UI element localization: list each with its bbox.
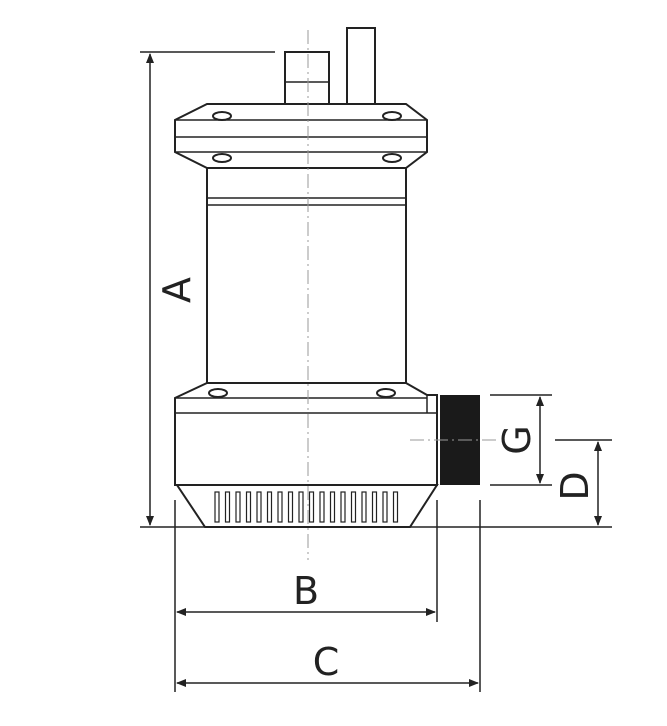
cable-pipe xyxy=(346,27,376,106)
label-d: D xyxy=(553,471,597,500)
strainer-slot xyxy=(287,491,294,523)
strainer-slot xyxy=(329,491,336,523)
strainer-slot xyxy=(256,491,262,523)
strainer-slot xyxy=(371,491,378,523)
bolt xyxy=(212,153,232,163)
bolt xyxy=(382,111,402,121)
bolt xyxy=(382,153,402,163)
bolt xyxy=(208,388,228,398)
strainer-slot xyxy=(382,491,388,523)
strainer-slot xyxy=(298,491,304,523)
pump-body xyxy=(174,27,480,528)
strainer-slot xyxy=(350,491,357,523)
label-g: G xyxy=(495,425,539,454)
strainer-slot xyxy=(319,491,325,523)
label-c: C xyxy=(313,640,340,684)
strainer-slot xyxy=(361,491,367,523)
strainer-slot xyxy=(392,491,399,523)
strainer-slot xyxy=(214,491,220,523)
strainer-slots xyxy=(214,491,399,523)
strainer-slot xyxy=(308,491,315,523)
label-a: A xyxy=(155,277,199,303)
strainer-slot xyxy=(224,491,231,523)
motor-housing xyxy=(206,167,407,384)
bolt xyxy=(212,111,232,121)
strainer-slot xyxy=(277,491,283,523)
top-nozzle xyxy=(284,51,330,106)
label-b: B xyxy=(293,569,319,613)
strainer-slot xyxy=(340,491,346,523)
strainer-slot xyxy=(235,491,241,523)
strainer-slot xyxy=(245,491,252,523)
strainer-slot xyxy=(266,491,273,523)
bolt xyxy=(376,388,396,398)
